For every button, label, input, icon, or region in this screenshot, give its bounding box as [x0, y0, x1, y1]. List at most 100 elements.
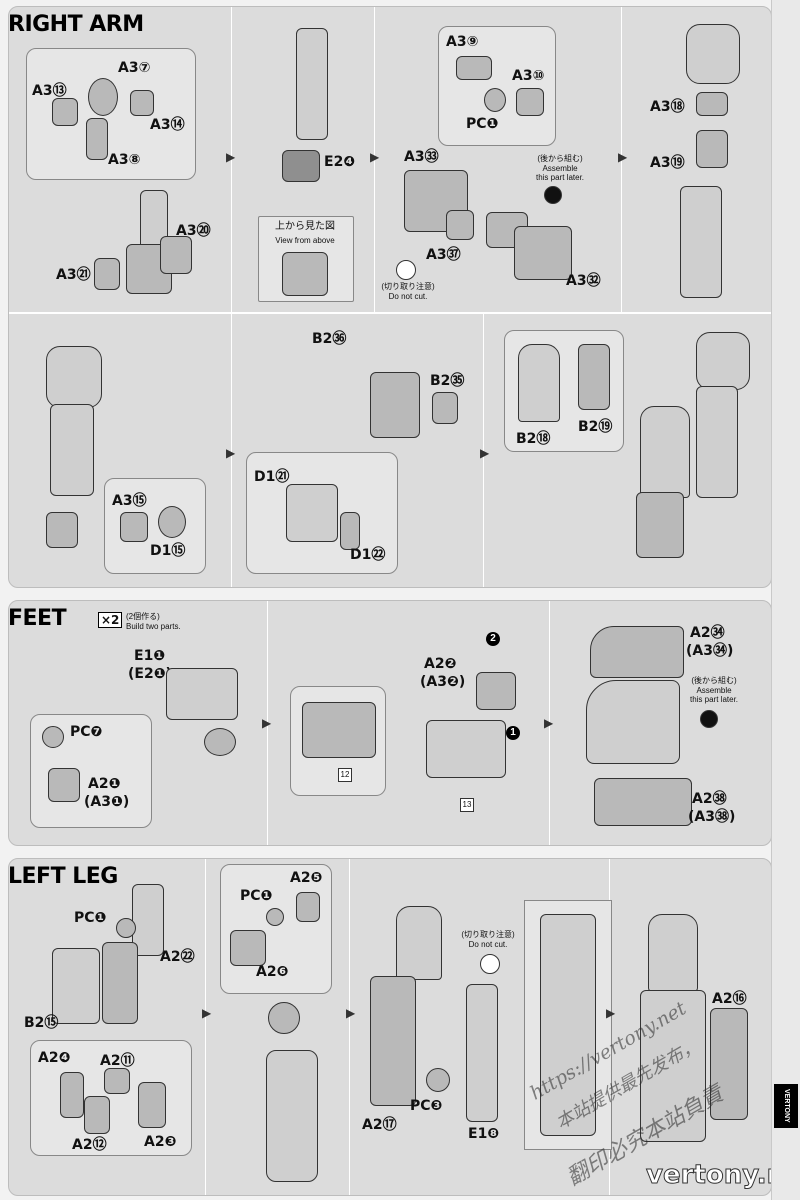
- part-a332: [514, 226, 572, 280]
- step-arrow-8: ▶: [202, 1006, 212, 1020]
- part-a212: [84, 1096, 110, 1134]
- part-view-above: [282, 252, 328, 296]
- part-a23: [138, 1082, 166, 1128]
- part-b219: [578, 344, 610, 410]
- step-arrow-6: ▶: [262, 716, 272, 730]
- part-shield-assembled: [640, 406, 690, 498]
- label-ll-pc1b: PC❶: [240, 888, 273, 904]
- part-d121: [286, 484, 338, 542]
- label-d115: D1⑮: [150, 543, 186, 559]
- part-leg-upper: [396, 906, 442, 980]
- feet-later-en1: Assemble: [696, 686, 732, 695]
- part-foot-inner: [302, 702, 376, 758]
- part-b218: [518, 344, 560, 422]
- vertony-tag: VERTONY: [774, 1084, 798, 1128]
- feet-title: FEET: [8, 606, 67, 631]
- label-a319: A3⑲: [650, 155, 685, 171]
- part-arm-lower: [50, 404, 94, 496]
- part-d122: [340, 512, 360, 550]
- part-a318: [696, 92, 728, 116]
- feet-multiplier: ×2: [98, 612, 123, 628]
- badge-13: 13: [460, 798, 474, 812]
- part-arm-assembly: [296, 28, 328, 140]
- part-b215: [52, 948, 100, 1024]
- label-a38: A3⑧: [108, 152, 141, 168]
- part-b235: [432, 392, 458, 424]
- label-e11: E1❶: [134, 648, 166, 664]
- ll-no-cut-icon: [480, 954, 500, 974]
- ll-cut-note-en: Do not cut.: [468, 940, 508, 949]
- part-a25: [296, 892, 320, 922]
- part-foot-body: [586, 680, 680, 764]
- label-b235: B2㉟: [430, 373, 465, 389]
- part-ankle: [204, 728, 236, 756]
- label-a318: A3⑱: [650, 99, 685, 115]
- part-a313: [52, 98, 78, 126]
- part-a26: [230, 930, 266, 966]
- label-b218: B2⑱: [516, 431, 551, 447]
- label-e21: (E2❶): [128, 666, 172, 682]
- label-a22: A2❷: [424, 656, 457, 672]
- part-leg-detail: [540, 914, 596, 1136]
- label-pc1: PC❶: [466, 116, 499, 132]
- label-a23: A2❸: [144, 1134, 177, 1150]
- part-a24: [60, 1072, 84, 1118]
- part-a37: [88, 78, 118, 116]
- callout-knee: [220, 864, 332, 994]
- label-a337: A3㊲: [426, 247, 461, 263]
- part-a314: [130, 90, 154, 116]
- step-arrow-10: ▶: [606, 1006, 616, 1020]
- label-d122: D1㉒: [350, 547, 386, 563]
- view-above-jp: 上から見た図: [275, 221, 335, 232]
- label-a217: A2⑰: [362, 1117, 397, 1133]
- label-a31: (A3❶): [84, 794, 130, 810]
- part-arm-complete-lower: [696, 386, 738, 498]
- label-a37: A3⑦: [118, 60, 151, 76]
- label-e18: E1❽: [468, 1126, 500, 1142]
- label-a333: A3㉝: [404, 149, 439, 165]
- feet-later-jp: (後から組む): [691, 676, 737, 685]
- step-1-badge: 1: [506, 726, 520, 740]
- label-a26: A2❻: [256, 964, 289, 980]
- part-forearm: [680, 186, 722, 298]
- left-leg-title: LEFT LEG: [8, 864, 118, 889]
- no-cut-icon: [396, 260, 416, 280]
- label-a211: A2⑪: [100, 1053, 135, 1069]
- part-e18: [466, 984, 498, 1122]
- part-a39: [456, 56, 492, 80]
- part-shoulder: [686, 24, 740, 84]
- label-a212: A2⑫: [72, 1137, 107, 1153]
- later-en1: Assemble: [542, 164, 578, 173]
- label-pc3: PC❸: [410, 1098, 443, 1114]
- part-d115: [158, 506, 186, 538]
- label-a314: A3⑭: [150, 117, 185, 133]
- part-foot-top: [166, 668, 238, 720]
- label-a39: A3⑨: [446, 34, 479, 50]
- label-a315: A3⑮: [112, 493, 147, 509]
- view-above-en: View from above: [275, 236, 335, 245]
- label-a332: A3㉜: [566, 273, 601, 289]
- step-arrow-7: ▶: [544, 716, 554, 730]
- cut-note-en: Do not cut.: [388, 292, 428, 301]
- callout-bracket: [246, 452, 398, 574]
- part-pc7: [42, 726, 64, 748]
- part-shin: [266, 1050, 318, 1182]
- part-a22: [476, 672, 516, 710]
- part-a216: [710, 1008, 748, 1120]
- part-a320: [160, 236, 192, 274]
- part-arm-complete-upper: [696, 332, 750, 390]
- step-arrow-4: ▶: [226, 446, 236, 460]
- assemble-later-icon: [544, 186, 562, 204]
- step-arrow-5: ▶: [480, 446, 490, 460]
- feet-note-en: Build two parts.: [126, 622, 181, 631]
- label-pc7: PC❼: [70, 724, 103, 740]
- part-a321: [94, 258, 120, 290]
- part-leg-complete-upper: [648, 914, 698, 992]
- label-a321: A3㉑: [56, 267, 91, 283]
- label-a24: A2❹: [38, 1050, 71, 1066]
- part-shield-claw: [636, 492, 684, 558]
- later-en2: this part later.: [535, 173, 585, 182]
- part-a217: [370, 976, 416, 1106]
- step-arrow-2: ▶: [370, 150, 380, 164]
- label-ll-pc1: PC❶: [74, 910, 107, 926]
